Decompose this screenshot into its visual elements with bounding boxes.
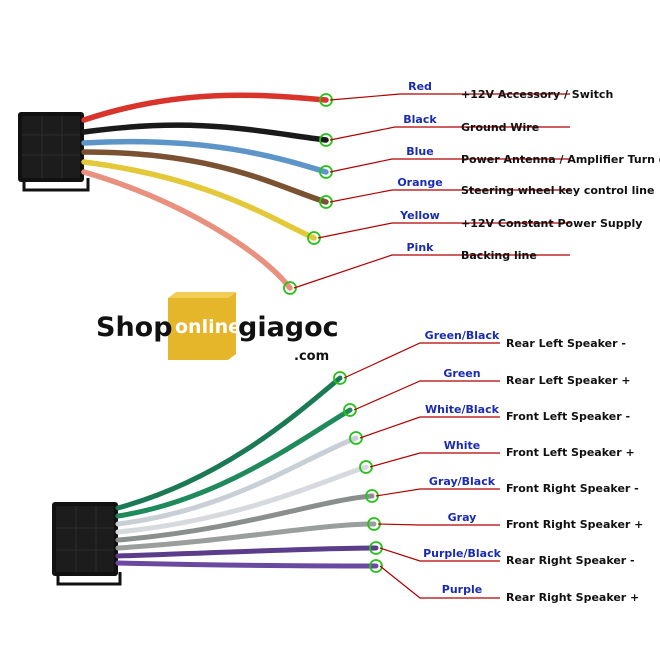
top-callout-line-0 xyxy=(329,93,570,101)
bottom-description-5: Front Right Speaker + xyxy=(506,518,643,531)
bottom-description-6: Rear Right Speaker - xyxy=(506,554,635,567)
top-wire-group xyxy=(81,92,329,291)
bottom-marker-6 xyxy=(369,541,383,555)
top-wire-1 xyxy=(81,122,329,143)
top-color-label-0: Red xyxy=(408,80,432,93)
bottom-wire-3 xyxy=(115,464,369,535)
bottom-callout-line-0 xyxy=(343,342,500,379)
top-wire-3 xyxy=(81,149,329,205)
top-callout-line-4 xyxy=(317,222,570,239)
top-callout-line-1 xyxy=(329,126,570,141)
top-callout-line-2 xyxy=(329,158,570,173)
bottom-description-3: Front Left Speaker + xyxy=(506,446,635,459)
logo-word-giagoc: giagoc xyxy=(238,312,339,343)
shop-logo: Shop online giagoc .com xyxy=(96,292,339,364)
bottom-description-2: Front Left Speaker - xyxy=(506,410,630,423)
bottom-wire-5 xyxy=(115,521,377,551)
top-callout-line-5 xyxy=(293,254,570,289)
bottom-color-label-2: White/Black xyxy=(425,403,500,416)
bottom-connector xyxy=(52,502,122,586)
bottom-wire-group xyxy=(115,375,379,569)
bottom-color-label-0: Green/Black xyxy=(425,329,500,342)
top-description-4: +12V Constant Power Supply xyxy=(461,217,642,230)
logo-suffix: .com xyxy=(294,349,329,364)
bottom-description-4: Front Right Speaker - xyxy=(506,482,639,495)
bottom-callout-line-2 xyxy=(359,416,500,439)
bottom-color-label-4: Gray/Black xyxy=(429,475,496,488)
top-description-2: Power Antenna / Amplifier Turn on xyxy=(461,153,660,166)
bottom-marker-1 xyxy=(343,403,357,417)
bottom-color-label-6: Purple/Black xyxy=(423,547,502,560)
top-color-label-1: Black xyxy=(403,113,437,126)
bottom-description-0: Rear Left Speaker - xyxy=(506,337,626,350)
bottom-description-7: Rear Right Speaker + xyxy=(506,591,639,604)
logo-word-online: online xyxy=(175,316,241,338)
top-color-label-4: Yellow xyxy=(399,209,440,222)
top-wire-4 xyxy=(81,159,317,241)
bottom-callout-line-1 xyxy=(353,380,500,411)
bottom-color-label-3: White xyxy=(444,439,480,452)
bottom-wire-0 xyxy=(115,375,343,511)
bottom-color-label-7: Purple xyxy=(442,583,482,596)
bottom-callout-line-4 xyxy=(375,488,500,497)
top-marker-5 xyxy=(283,281,297,295)
logo-word-shop: Shop xyxy=(96,312,173,343)
top-description-3: Steering wheel key control line xyxy=(461,184,654,197)
bottom-callout-line-3 xyxy=(369,452,500,468)
top-color-label-3: Orange xyxy=(397,176,442,189)
bottom-wire-6 xyxy=(115,545,379,559)
top-wire-2 xyxy=(81,138,329,175)
bottom-callout-line-5 xyxy=(377,523,500,526)
bottom-wire-2 xyxy=(115,435,359,527)
top-callout-line-3 xyxy=(329,189,570,203)
bottom-description-1: Rear Left Speaker + xyxy=(506,374,631,387)
bottom-marker-7 xyxy=(369,559,383,573)
bottom-wire-1 xyxy=(115,407,353,519)
bottom-color-label-5: Gray xyxy=(448,511,477,524)
top-wire-5 xyxy=(81,169,293,291)
bottom-callout-line-7 xyxy=(379,565,500,599)
top-wire-0 xyxy=(81,92,329,123)
top-connector xyxy=(18,112,90,192)
bottom-color-label-1: Green xyxy=(443,367,480,380)
top-description-5: Backing line xyxy=(461,249,537,262)
bottom-callout-line-6 xyxy=(379,547,500,562)
top-color-label-5: Pink xyxy=(407,241,435,254)
top-description-0: +12V Accessory / Switch xyxy=(461,88,613,101)
bottom-marker-0 xyxy=(333,371,347,385)
top-description-1: Ground Wire xyxy=(461,121,539,134)
bottom-wire-7 xyxy=(115,560,379,569)
bottom-wire-4 xyxy=(115,493,375,543)
top-color-label-2: Blue xyxy=(406,145,433,158)
bottom-marker-2 xyxy=(349,431,363,445)
